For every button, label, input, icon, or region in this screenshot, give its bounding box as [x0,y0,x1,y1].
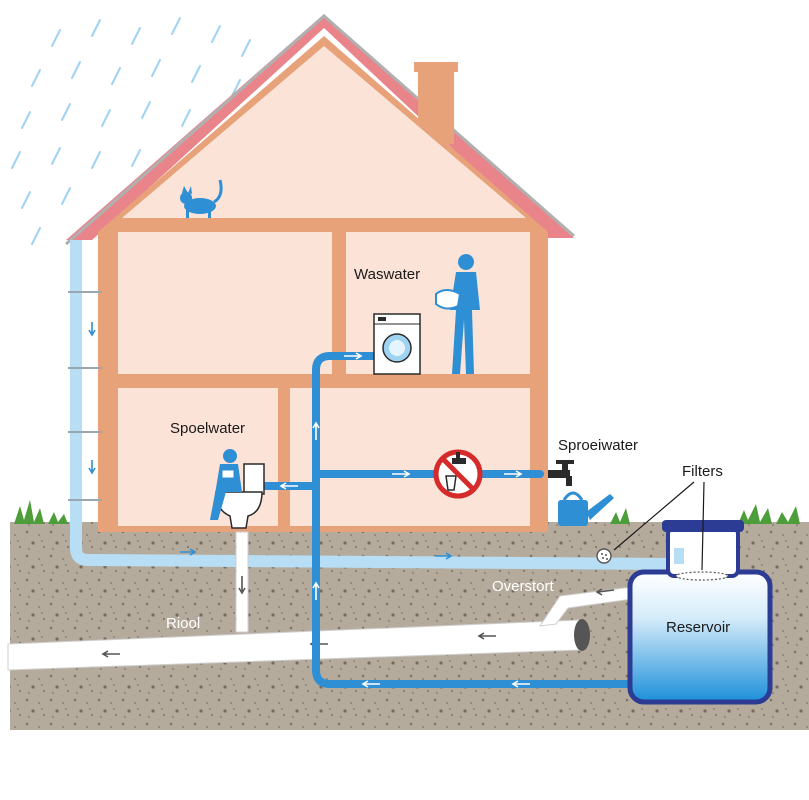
toilet-icon [215,463,265,529]
no-drinking-water-icon [433,449,483,499]
room-top-left [118,232,332,374]
chimney-cap [414,62,458,72]
label-filters: Filters [682,463,723,480]
gutter-edge [65,14,575,246]
grass-icon [14,500,800,524]
person-washing-icon [435,254,480,374]
rain-icon [11,17,251,245]
downpipe [68,240,669,570]
garden-tap-icon [548,460,574,486]
reservoir-tank [627,520,773,705]
label-reservoir: Reservoir [666,619,731,636]
label-overstort: Overstort [492,578,554,595]
label-waswater: Waswater [354,266,421,283]
room-bottom-right [290,388,530,526]
attic-room [122,46,526,218]
person-on-toilet-icon [210,449,242,520]
label-spoelwater: Spoelwater [170,420,246,437]
filter-icon [596,548,729,581]
label-sproeiwater: Sproeiwater [558,437,639,454]
label-riool: Riool [166,615,201,632]
washing-machine-icon [373,313,421,375]
watering-can-icon [558,491,614,526]
cat-icon [180,179,223,218]
filters-leaders [613,481,705,571]
